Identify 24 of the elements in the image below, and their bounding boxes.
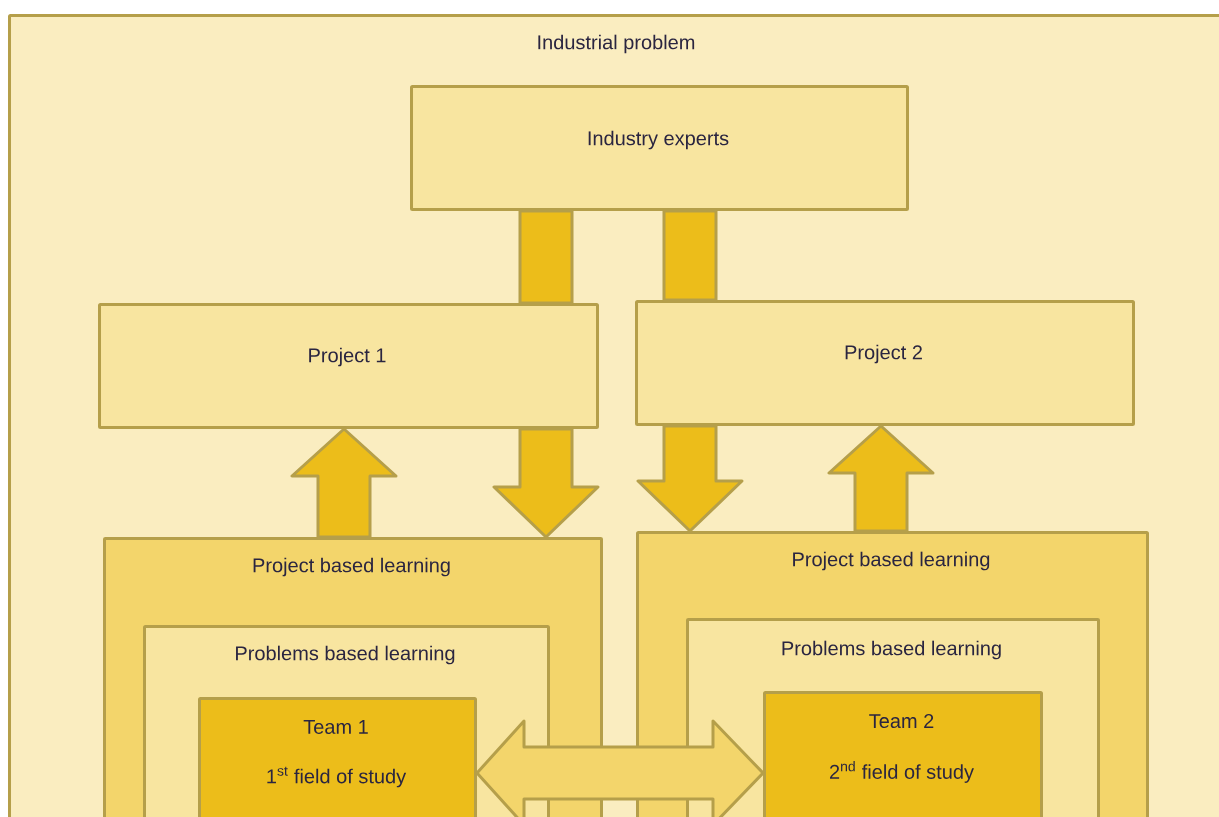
- process-box: [98, 303, 599, 429]
- box-label: Team 1: [303, 720, 368, 734]
- block-arrow: [290, 427, 398, 539]
- process-box: [635, 300, 1135, 426]
- block-arrow: [475, 719, 765, 817]
- heading: Problems based learning: [236, 645, 455, 665]
- team-box: [763, 691, 1043, 817]
- heading: Project based learning: [253, 557, 450, 577]
- block-arrow: [492, 427, 600, 539]
- process-box: [410, 85, 909, 211]
- heading: Industrial problem: [538, 34, 695, 54]
- box-label: Industry experts: [588, 130, 729, 150]
- box-label: Team 2: [869, 713, 934, 729]
- block-arrow: [827, 424, 935, 533]
- block-arrow: [662, 209, 718, 302]
- block-arrow: [518, 209, 574, 305]
- heading: Problems based learning: [782, 640, 1001, 660]
- box-label: Project 1: [309, 347, 386, 367]
- heading: Project based learning: [793, 551, 990, 571]
- box-subtitle: 1$^{st}$ field of study: [267, 766, 407, 788]
- block-arrow: [636, 424, 744, 533]
- box-label: Project 2: [845, 344, 922, 364]
- team-box: [198, 697, 477, 817]
- box-subtitle: 2$^{nd}$ field of study: [830, 761, 974, 783]
